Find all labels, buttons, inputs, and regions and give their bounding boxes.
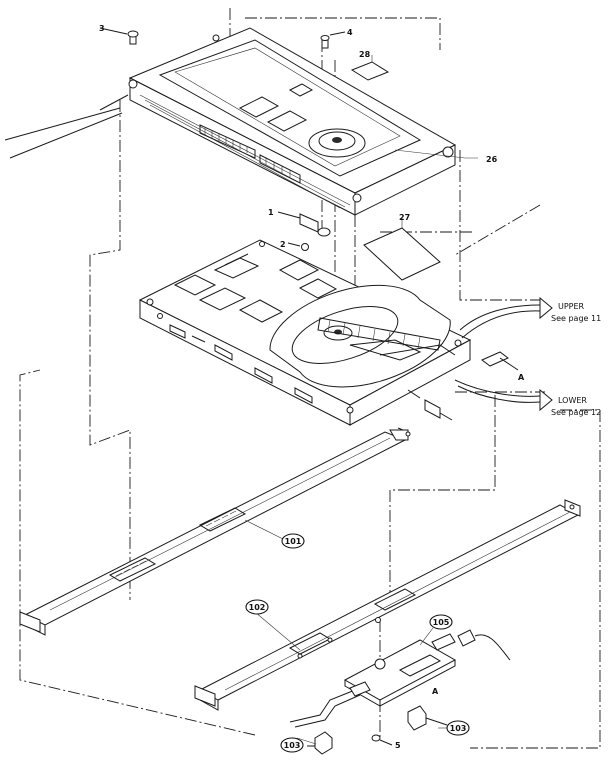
mark-a-board: A [432, 687, 439, 696]
connector-pin-a [481, 351, 519, 371]
screw-part-5 [371, 734, 393, 746]
mark-a-chassis: A [518, 373, 525, 382]
callout-105: 105 [433, 618, 450, 627]
callout-1: 1 [268, 208, 274, 217]
lower-rail-part-101 [19, 427, 411, 636]
lower-reference-page: See page 12 [551, 408, 601, 417]
lower-rail-part-102 [194, 499, 581, 711]
upper-reference-page: See page 11 [551, 314, 601, 323]
callout-103-left: 103 [284, 741, 301, 750]
page-references: UPPER See page 11 LOWER See page 12 [551, 302, 601, 417]
callout-labels: 3 4 28 26 1 27 2 A A 5 101 102 105 103 1… [99, 24, 525, 753]
callout-2: 2 [280, 240, 286, 249]
part-103-right [407, 705, 448, 731]
small-screw-near-board [375, 617, 381, 623]
callout-27: 27 [399, 213, 410, 222]
callout-4: 4 [347, 28, 353, 37]
upper-drive-body [128, 27, 457, 216]
label-part-28 [350, 55, 390, 81]
lower-reference-title: LOWER [558, 396, 587, 405]
screw-part-4 [320, 31, 346, 49]
callout-101: 101 [285, 537, 302, 546]
callout-102: 102 [249, 603, 266, 612]
part-103-left [307, 731, 333, 755]
pin-part-1 [277, 211, 331, 237]
callout-26: 26 [486, 155, 498, 164]
small-bushing [407, 389, 453, 421]
middle-chassis-mechanism [138, 239, 472, 426]
screw-part-3 [99, 27, 139, 45]
reference-arrows [454, 296, 553, 412]
callout-5: 5 [395, 741, 401, 750]
callout-28: 28 [359, 50, 371, 59]
upper-reference-title: UPPER [558, 302, 585, 311]
callout-leaders [244, 149, 478, 745]
pin-part-2 [287, 242, 309, 251]
flex-cable-left [4, 94, 129, 159]
callout-3: 3 [99, 24, 105, 33]
sheet-part-27 [363, 222, 441, 281]
pcb-board-part-105 [289, 629, 511, 728]
callout-103-right: 103 [450, 724, 467, 733]
